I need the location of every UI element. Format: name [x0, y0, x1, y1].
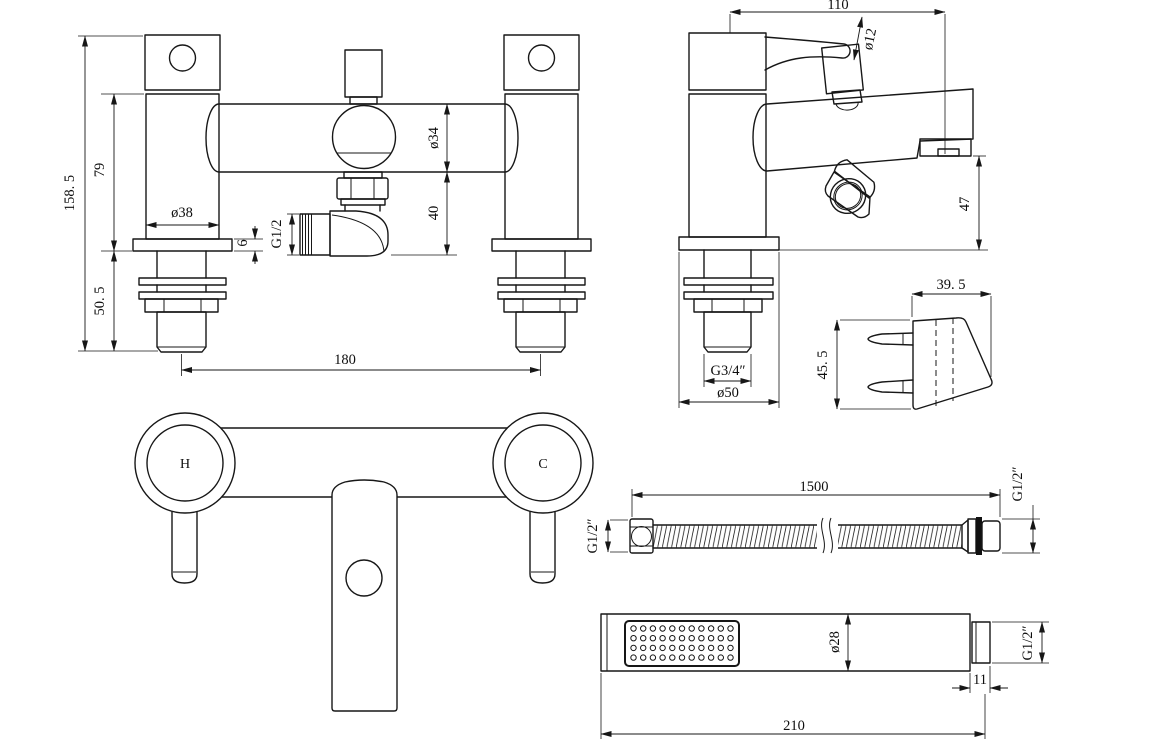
plan-view: H C: [134, 412, 594, 712]
side-handle-lever: [764, 36, 851, 71]
hose-view: G1/2″ 1500 G1/2″: [585, 466, 1040, 555]
spray-holes: [630, 625, 734, 661]
dim-shank-length: 50. 5: [92, 287, 108, 316]
side-view-dimensions: 110 ø12 47 G3/4″ ø50: [678, 0, 986, 408]
dim-hose-right-thread: G1/2″: [1010, 466, 1026, 501]
front-left-pillar: [132, 34, 233, 353]
dim-handle-diameter: ø12: [860, 27, 880, 52]
dim-body-diameter: ø34: [426, 126, 442, 149]
dim-flange-thickness: 6: [235, 239, 251, 246]
side-view: [678, 32, 988, 353]
front-view-dimensions: 158. 5 79 50. 5 ø38 6 G1/2 ø34 40 180: [62, 35, 541, 376]
elbow-thread-hatch: [302, 214, 312, 255]
dim-connector-length: 11: [973, 672, 987, 688]
dim-flange-diameter: ø50: [717, 385, 739, 401]
dim-pillar-diameter: ø38: [171, 205, 193, 221]
dim-inlet-centres: 180: [334, 352, 356, 368]
wall-bracket-view: 39. 5 45. 5: [815, 277, 993, 410]
hose-left-connector: [629, 518, 654, 554]
handset-view: ø28 G1/2″ 11 210: [600, 613, 1049, 739]
dim-outlet-thread: G1/2: [269, 220, 285, 249]
plan-spout: [331, 479, 398, 712]
handset-connector: [971, 621, 991, 664]
dim-hose-left-thread: G1/2″: [585, 518, 601, 553]
dim-overall-height: 158. 5: [62, 175, 78, 211]
side-diverter: [820, 43, 865, 111]
front-right-pillar: [491, 34, 592, 353]
side-shower-outlet: [824, 159, 876, 219]
dim-handset-thread: G1/2″: [1020, 625, 1036, 660]
dim-head-diameter: ø28: [827, 631, 843, 653]
dim-handset-length: 210: [783, 718, 805, 734]
side-pillar: [678, 32, 780, 353]
dim-hose-length: 1500: [800, 479, 829, 495]
dim-depth: 110: [827, 0, 848, 13]
side-body-spout: [752, 88, 988, 251]
front-view: [132, 34, 592, 353]
hose-right-connector: [961, 517, 1001, 555]
dim-shank-thread: G3/4″: [710, 363, 745, 379]
front-outlet-elbow: [299, 171, 389, 257]
dim-bracket-height: 45. 5: [815, 351, 831, 380]
dim-bracket-width: 39. 5: [937, 277, 966, 293]
hose-body: [652, 517, 963, 554]
front-diverter: [331, 49, 397, 170]
dim-spout-clearance: 47: [957, 197, 973, 212]
dim-body-height: 79: [92, 163, 108, 178]
dim-outlet-drop: 40: [426, 206, 442, 221]
cold-knob-label: C: [538, 457, 547, 472]
hot-knob-label: H: [180, 457, 190, 472]
